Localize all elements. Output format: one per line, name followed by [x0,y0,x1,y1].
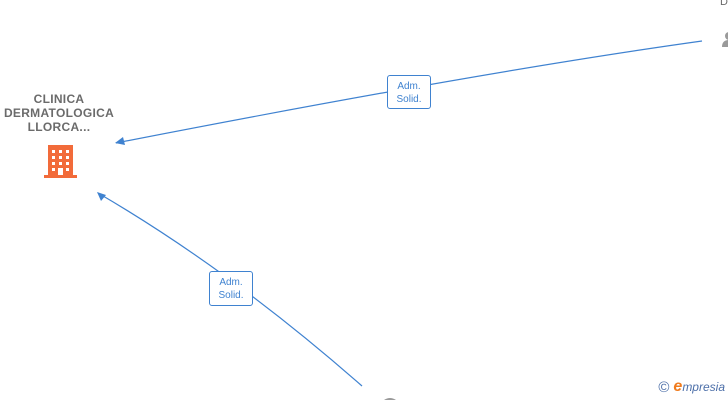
edge-line-top [115,40,703,144]
edge-label-type: Solid. [396,94,422,105]
building-icon[interactable] [44,145,77,178]
edge-arrowhead-bottom [97,192,106,201]
company-node-label[interactable]: CLINICA DERMATOLOGICA LLORCA... [0,92,118,134]
company-name-line: CLINICA [33,92,85,106]
brand-e: e [673,378,683,395]
person-name-fragment: D [720,0,728,8]
person-icon-partial[interactable] [722,32,728,47]
company-name-line: LLORCA... [27,120,91,134]
edge-arrowhead-top [115,137,125,145]
company-name-line: DERMATOLOGICA [3,106,115,120]
empresia-watermark: ©empresia [658,378,725,396]
edge-label-bottom[interactable]: Adm. Solid. [209,271,253,306]
edge-label-type: Solid. [218,290,244,301]
copyright-symbol: © [658,379,670,396]
edge-label-role: Adm. [397,81,421,92]
edge-label-role: Adm. [219,277,243,288]
edge-label-top[interactable]: Adm. Solid. [387,75,431,109]
brand-rest: mpresia [682,380,725,394]
